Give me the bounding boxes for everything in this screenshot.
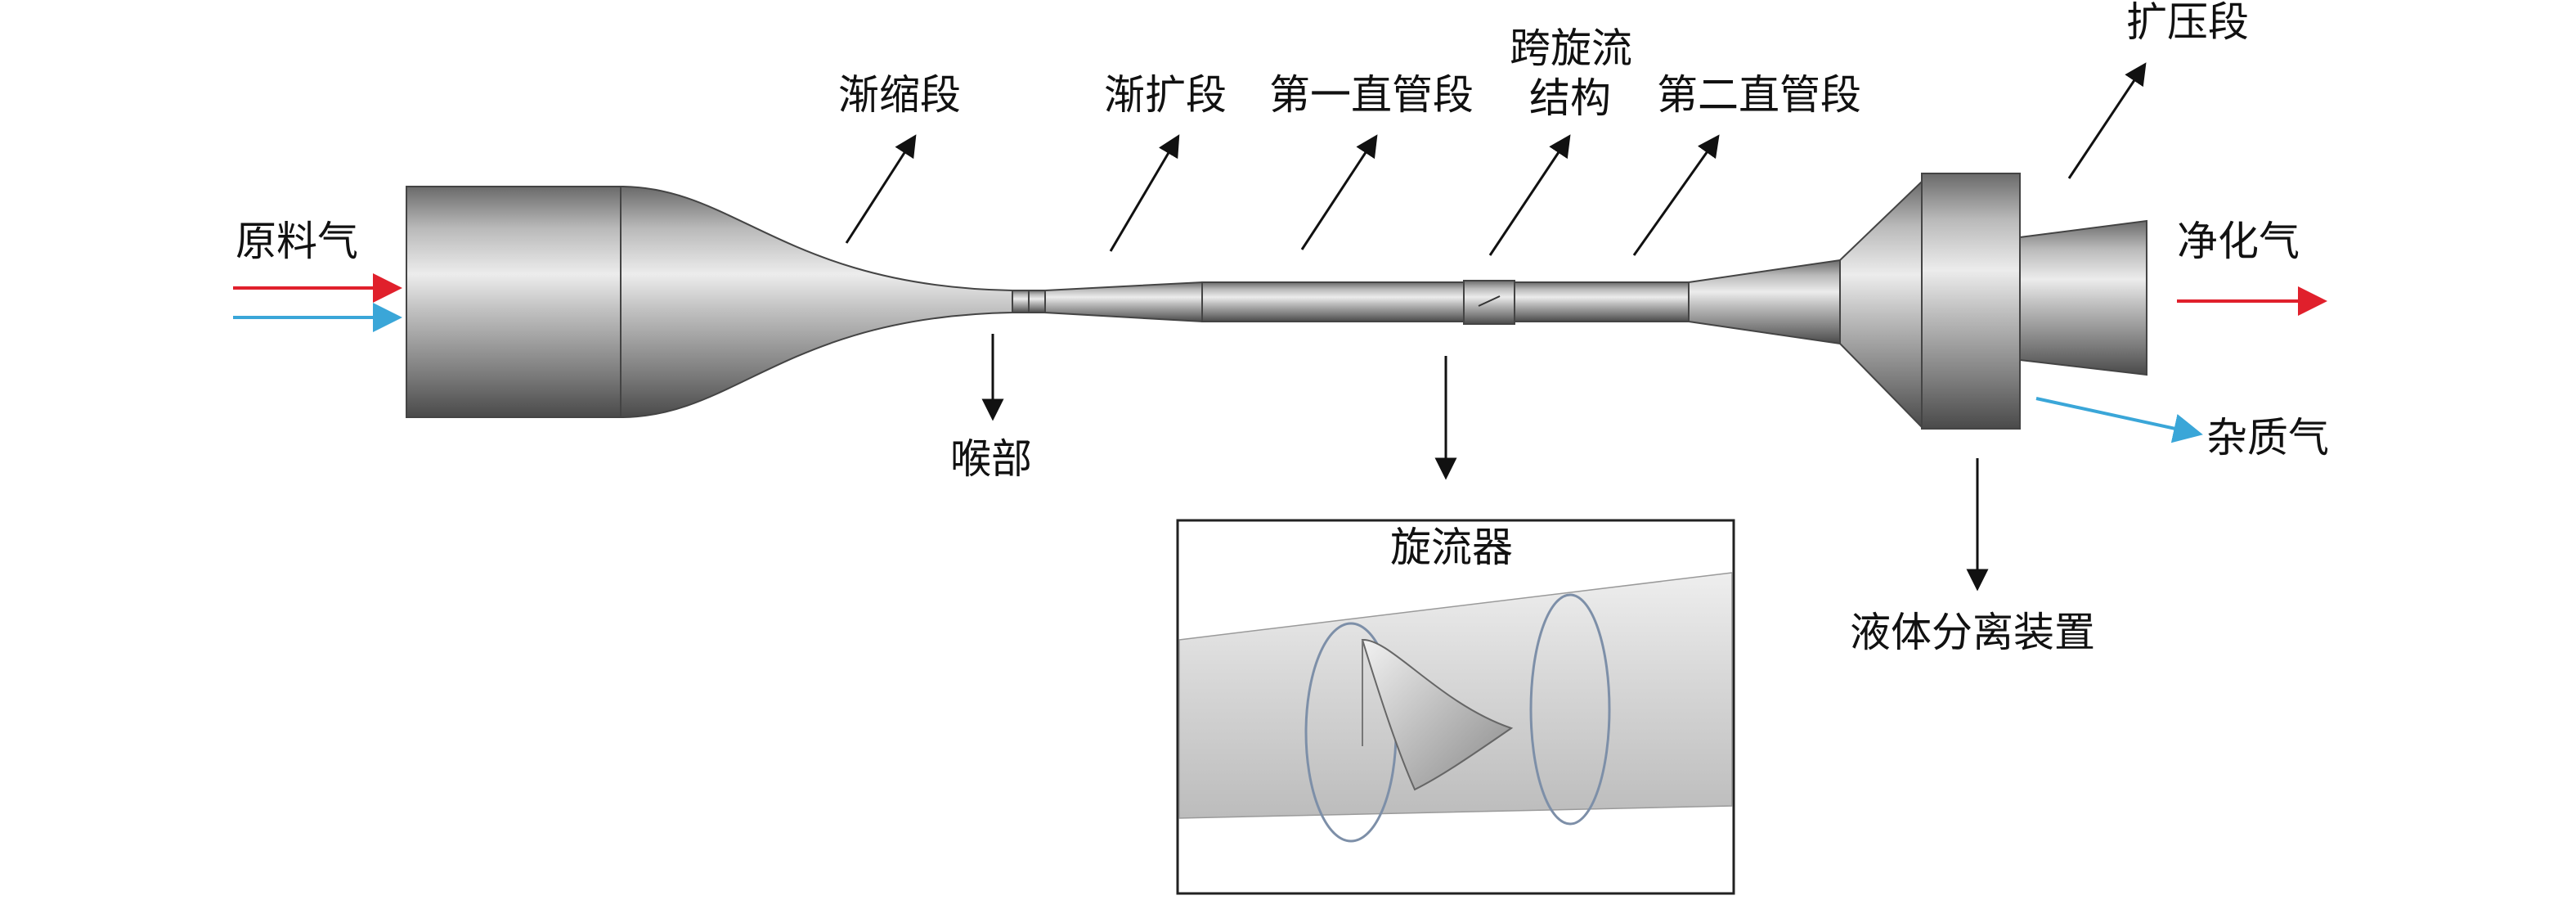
second-pipe-pointer	[1632, 134, 1720, 256]
outlet-cone-shape	[2019, 219, 2147, 376]
first-pipe-pointer	[1300, 134, 1378, 250]
swirler-ring-right	[1529, 593, 1611, 826]
divergent-section-shape	[1044, 281, 1203, 323]
cross-swirl-structure-shape	[1463, 280, 1515, 325]
cross-swirl-label-line2: 结构	[1529, 74, 1611, 122]
swirler-inset	[1176, 519, 1735, 895]
convergent-pointer	[845, 134, 917, 244]
diffuser-cone-shape	[1688, 259, 1841, 345]
impurity-gas-arrow	[2035, 397, 2203, 443]
liquid-separator-label: 液体分离装置	[1850, 609, 2095, 656]
convergent-section-label: 渐缩段	[838, 71, 961, 119]
diffuser-section-label: 扩压段	[2126, 0, 2249, 46]
swirler-cone	[1361, 638, 1514, 791]
divergent-section-label: 渐扩段	[1104, 71, 1227, 119]
first-straight-pipe-shape	[1201, 281, 1465, 322]
cross-swirl-label-line1: 跨旋流	[1510, 25, 1632, 72]
pointer-arrows	[845, 62, 2147, 592]
feed-gas-label: 原料气	[236, 218, 358, 265]
convergent-section-shape	[620, 185, 1013, 419]
first-straight-pipe-label: 第一直管段	[1269, 71, 1474, 119]
divergent-pointer	[1109, 134, 1180, 252]
swirler-label: 旋流器	[1390, 524, 1513, 571]
flow-arrows	[233, 273, 2327, 443]
diffuser-pointer	[2067, 62, 2147, 179]
inlet-chamber	[406, 186, 622, 418]
cross-swirl-pointer	[1488, 134, 1571, 256]
liquid-separator-shape	[1921, 173, 2021, 430]
throat-label: 喉部	[950, 435, 1032, 483]
purified-gas-label: 净化气	[2177, 218, 2300, 265]
second-straight-pipe-shape	[1514, 281, 1690, 322]
second-straight-pipe-label: 第二直管段	[1657, 71, 1861, 119]
separator-front-cone	[1839, 179, 1923, 430]
swirler-inset-pipe	[1178, 572, 1733, 819]
separator-body	[406, 173, 2147, 430]
labels: 原料气 渐缩段 渐扩段 第一直管段 跨旋流 结构 第二直管段 扩压段 净化气 喉…	[236, 0, 2329, 656]
impurity-gas-label: 杂质气	[2206, 414, 2329, 461]
